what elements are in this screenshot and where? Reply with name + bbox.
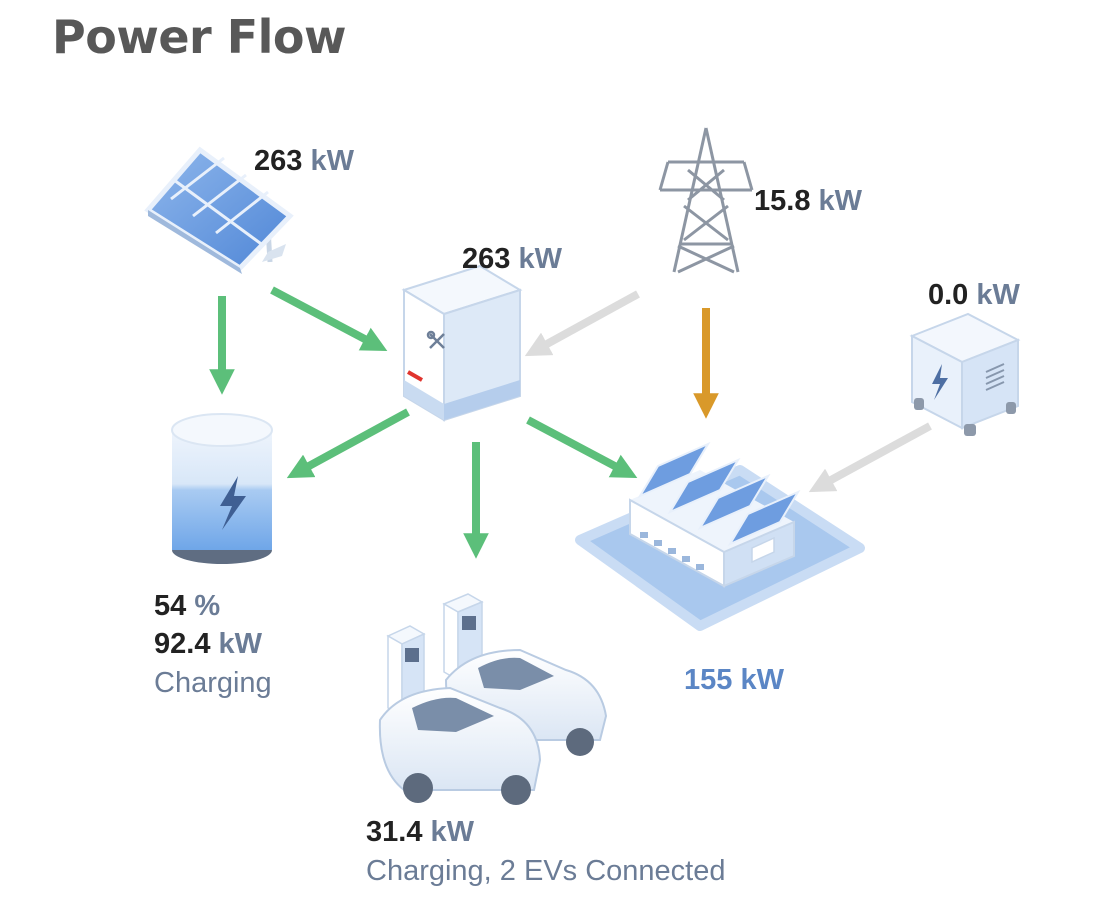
generator-power-value: 0.0 <box>928 279 969 311</box>
flow-inverter-to-battery <box>286 408 410 479</box>
inverter-icon <box>401 264 523 422</box>
generator-power-unit: kW <box>976 279 1020 311</box>
inverter-power-value: 263 <box>462 243 511 275</box>
ev-status: Charging, 2 EVs Connected <box>366 855 726 887</box>
ev-charger-post <box>386 625 426 718</box>
flow-grid-to-inverter <box>524 290 640 357</box>
generator-icon <box>909 312 1021 436</box>
ev-power-unit: kW <box>430 816 475 848</box>
flow-solar-to-inverter <box>270 286 388 351</box>
inverter-power-unit: kW <box>518 243 562 275</box>
solar-power-unit: kW <box>310 145 354 177</box>
battery-soc-label: 54 % <box>154 590 220 623</box>
battery-soc-value: 54 <box>154 590 187 622</box>
battery-power-unit: kW <box>218 628 263 660</box>
battery-power-value: 92.4 <box>154 628 211 660</box>
grid-power-value: 15.8 <box>754 185 811 217</box>
load-power-value: 155 <box>684 664 733 696</box>
ev-car <box>378 686 542 805</box>
battery-soc-unit: % <box>194 590 221 622</box>
ev-power-label: 31.4 kW <box>366 816 474 849</box>
generator-power-label: 0.0 kW <box>928 279 1020 312</box>
ev-power-value: 31.4 <box>366 816 423 848</box>
solar-power-value: 263 <box>254 145 303 177</box>
grid-power-label: 15.8 kW <box>754 185 862 218</box>
battery-power-label: 92.4 kW <box>154 628 262 661</box>
factory-roof-panels <box>637 441 801 547</box>
factory-icon <box>575 441 865 631</box>
solar-panel-icon <box>144 146 294 274</box>
battery-icon <box>171 413 273 564</box>
solar-power-label: 263 kW <box>254 145 354 178</box>
load-power-label: 155 kW <box>684 664 784 697</box>
inverter-power-label: 263 kW <box>462 243 562 276</box>
grid-power-unit: kW <box>818 185 863 217</box>
flow-arrows <box>209 286 932 559</box>
ev-charging-icon <box>378 593 608 805</box>
grid-tower-icon <box>658 127 754 274</box>
flow-generator-to-load <box>808 422 932 493</box>
page-title: Power Flow <box>52 10 347 64</box>
battery-status: Charging <box>154 667 272 699</box>
load-power-unit: kW <box>740 664 784 696</box>
flow-inverter-to-load <box>526 416 638 478</box>
